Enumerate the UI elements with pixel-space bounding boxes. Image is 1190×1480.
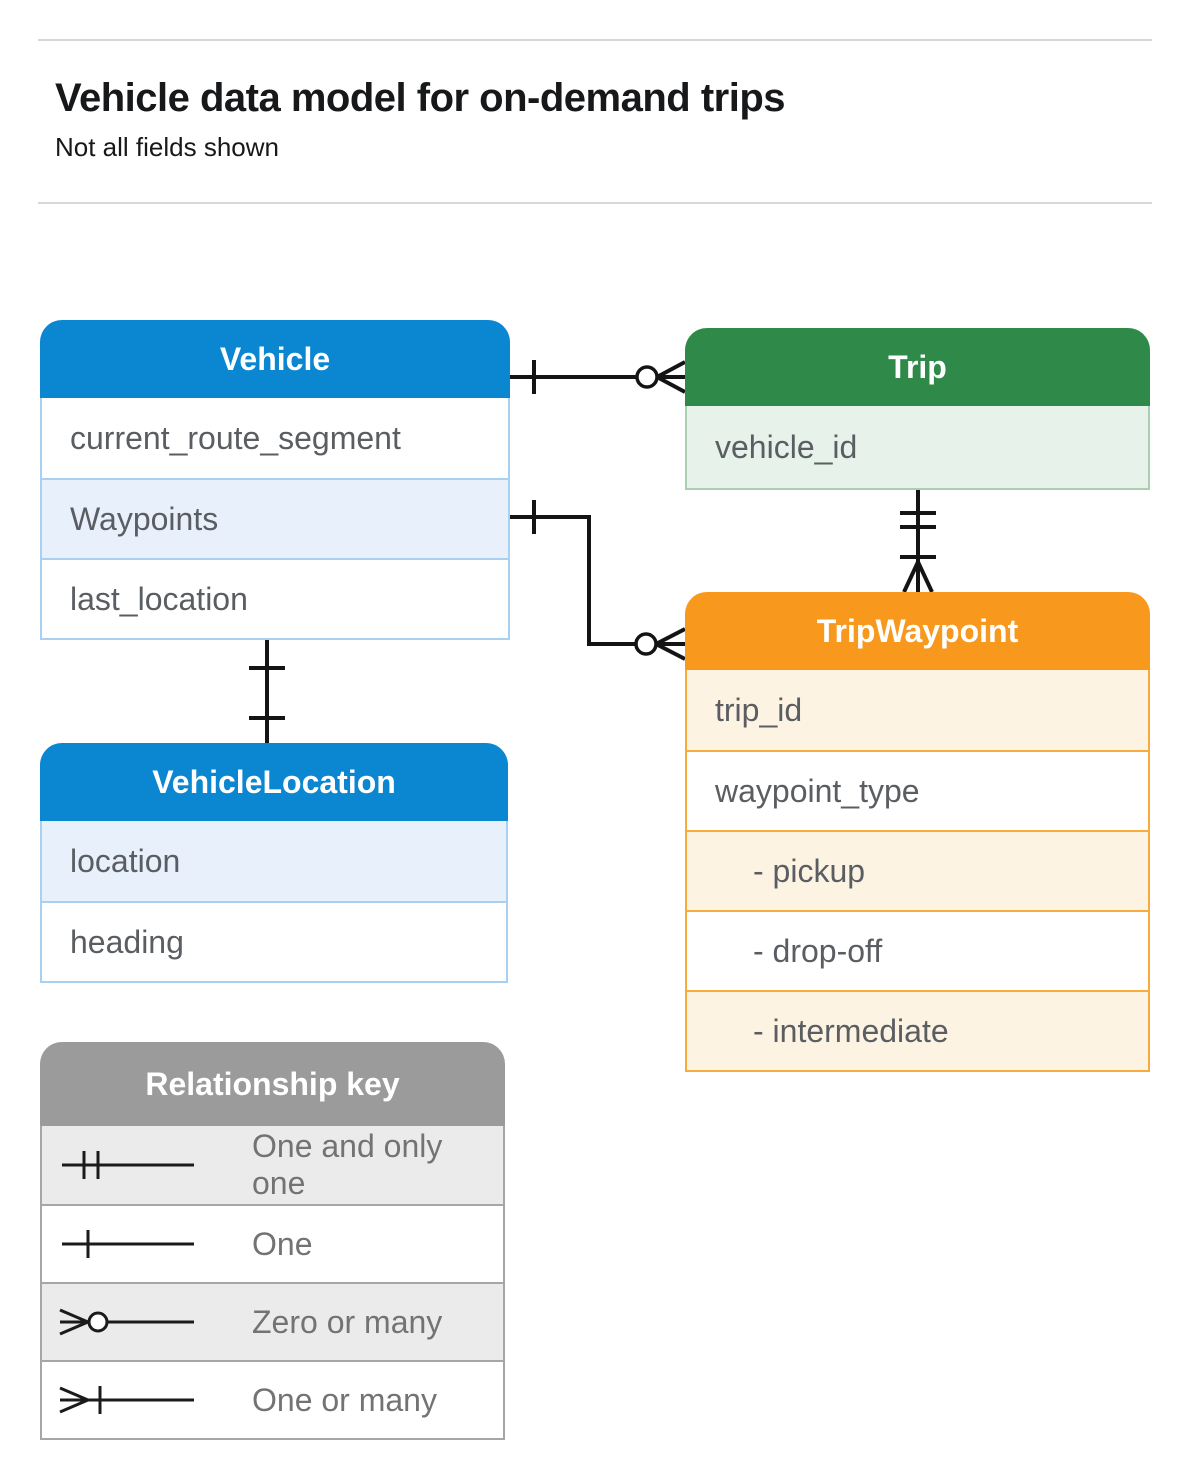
one-icon (62, 1230, 194, 1258)
trip-table-rows: vehicle_id (685, 406, 1150, 490)
relationship-key-header: Relationship key (40, 1042, 505, 1126)
vehicle-table: Vehicle current_route_segment Waypoints … (40, 320, 510, 640)
relationship-key-title: Relationship key (145, 1065, 400, 1102)
vehicle-trip-connector (510, 360, 686, 394)
tripwaypoint-table-title: TripWaypoint (816, 612, 1019, 649)
one-and-only-one-icon (62, 1151, 194, 1179)
legend-label: One (252, 1225, 313, 1262)
table-row: location (42, 821, 506, 901)
field-label: - pickup (753, 852, 866, 889)
vehiclelocation-table-rows: location heading (40, 821, 508, 983)
tripwaypoint-table-rows: trip_id waypoint_type - pickup - drop-of… (685, 670, 1150, 1072)
field-label: heading (70, 923, 184, 960)
table-row: - intermediate (687, 990, 1148, 1070)
field-label: vehicle_id (715, 428, 858, 465)
zero-or-many-icon (59, 1308, 194, 1336)
vehicle-table-title: Vehicle (219, 340, 331, 377)
relationship-key-rows: One and only one One Zero or many (40, 1126, 505, 1440)
field-label: waypoint_type (715, 772, 920, 809)
trip-table-title: Trip (888, 348, 947, 385)
table-row: waypoint_type (687, 750, 1148, 830)
table-row: heading (42, 901, 506, 981)
table-row: current_route_segment (42, 398, 508, 478)
field-label: last_location (70, 580, 248, 617)
table-row: Waypoints (42, 478, 508, 558)
vehicle-vehiclelocation-connector (249, 640, 285, 743)
legend-row: One and only one (42, 1126, 503, 1204)
tripwaypoint-table: TripWaypoint trip_id waypoint_type - pic… (685, 592, 1150, 1072)
field-label: current_route_segment (70, 419, 401, 456)
table-row: - drop-off (687, 910, 1148, 990)
page-subtitle: Not all fields shown (55, 132, 279, 162)
one-or-many-icon (59, 1386, 194, 1414)
legend-row: One or many (42, 1360, 503, 1438)
trip-tripwaypoint-connector (900, 490, 936, 593)
legend-row: One (42, 1204, 503, 1282)
relationship-key: Relationship key One and only one One (40, 1042, 505, 1440)
legend-row: Zero or many (42, 1282, 503, 1360)
field-label: - drop-off (753, 932, 883, 969)
legend-label: One and only one (252, 1128, 443, 1201)
trip-table: Trip vehicle_id (685, 328, 1150, 490)
legend-label: Zero or many (252, 1303, 443, 1340)
vehiclelocation-table-header: VehicleLocation (40, 743, 508, 821)
page-title: Vehicle data model for on-demand trips (55, 76, 786, 120)
table-row: last_location (42, 558, 508, 638)
tripwaypoint-table-header: TripWaypoint (685, 592, 1150, 670)
field-label: - intermediate (753, 1012, 949, 1049)
field-label: Waypoints (70, 500, 219, 537)
vehiclelocation-table-title: VehicleLocation (152, 763, 396, 800)
vehicle-table-header: Vehicle (40, 320, 510, 398)
field-label: location (70, 842, 181, 879)
legend-label: One or many (252, 1381, 437, 1418)
field-label: trip_id (715, 691, 803, 728)
table-row: vehicle_id (687, 406, 1148, 488)
top-divider (38, 39, 1152, 41)
vehicle-table-rows: current_route_segment Waypoints last_loc… (40, 398, 510, 640)
trip-table-header: Trip (685, 328, 1150, 406)
waypoints-tripwaypoint-connector (510, 500, 686, 661)
vehiclelocation-table: VehicleLocation location heading (40, 743, 508, 983)
table-row: trip_id (687, 670, 1148, 750)
table-row: - pickup (687, 830, 1148, 910)
header-divider (38, 202, 1152, 204)
